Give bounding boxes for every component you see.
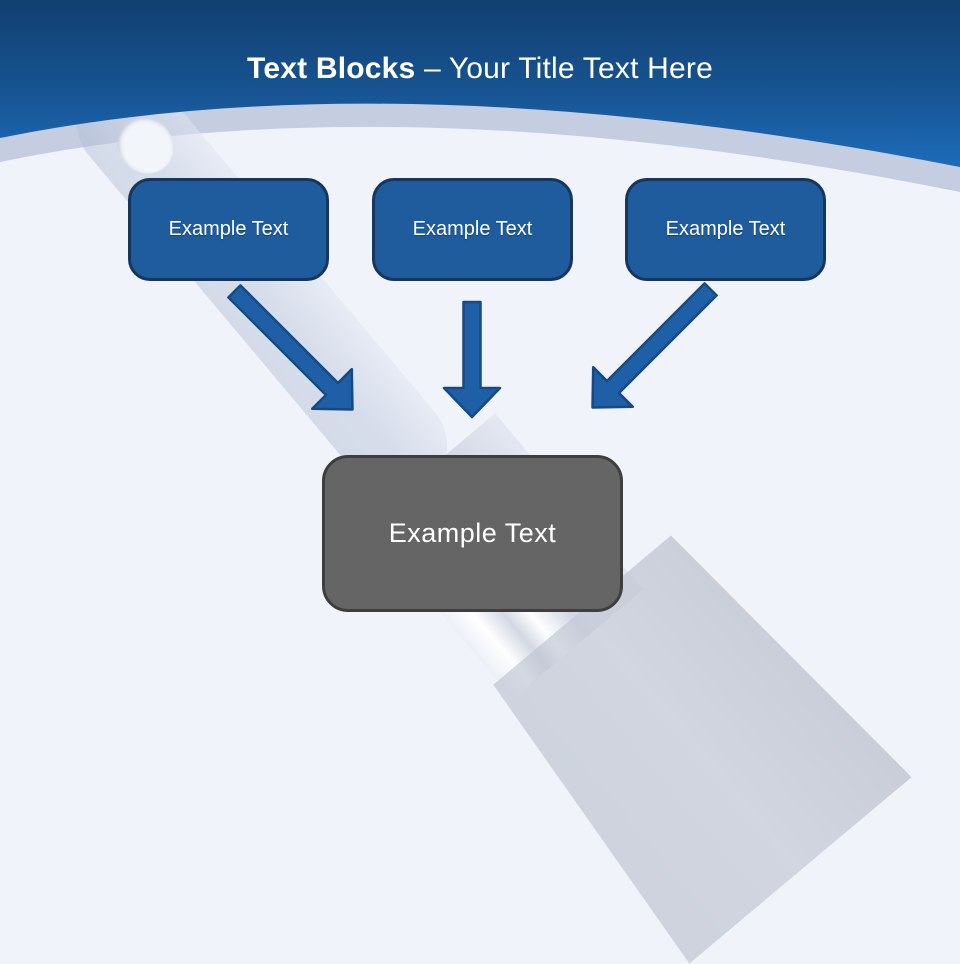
diagram: Example Text Example Text Example Text E… — [128, 178, 826, 612]
text-block-1: Example Text — [128, 178, 329, 281]
text-block-2: Example Text — [372, 178, 573, 281]
text-block-2-label: Example Text — [412, 218, 533, 240]
result-block-label: Example Text — [388, 518, 557, 548]
header-banner — [0, 0, 960, 167]
arrow-down-right-icon — [227, 284, 354, 411]
result-block: Example Text — [322, 455, 623, 612]
text-block-3: Example Text — [625, 178, 826, 281]
arrow-down-icon — [442, 300, 502, 419]
arrow-down-left-icon — [591, 282, 718, 409]
slide-title: Text Blocks – Your Title Text Here — [0, 52, 960, 86]
text-block-3-label: Example Text — [665, 218, 786, 240]
slide-title-bold: Text Blocks — [247, 52, 416, 85]
slide-title-rest: – Your Title Text Here — [415, 52, 713, 85]
slide: { "title": { "bold": "Text Blocks", "res… — [0, 0, 960, 720]
text-block-1-label: Example Text — [168, 218, 289, 240]
